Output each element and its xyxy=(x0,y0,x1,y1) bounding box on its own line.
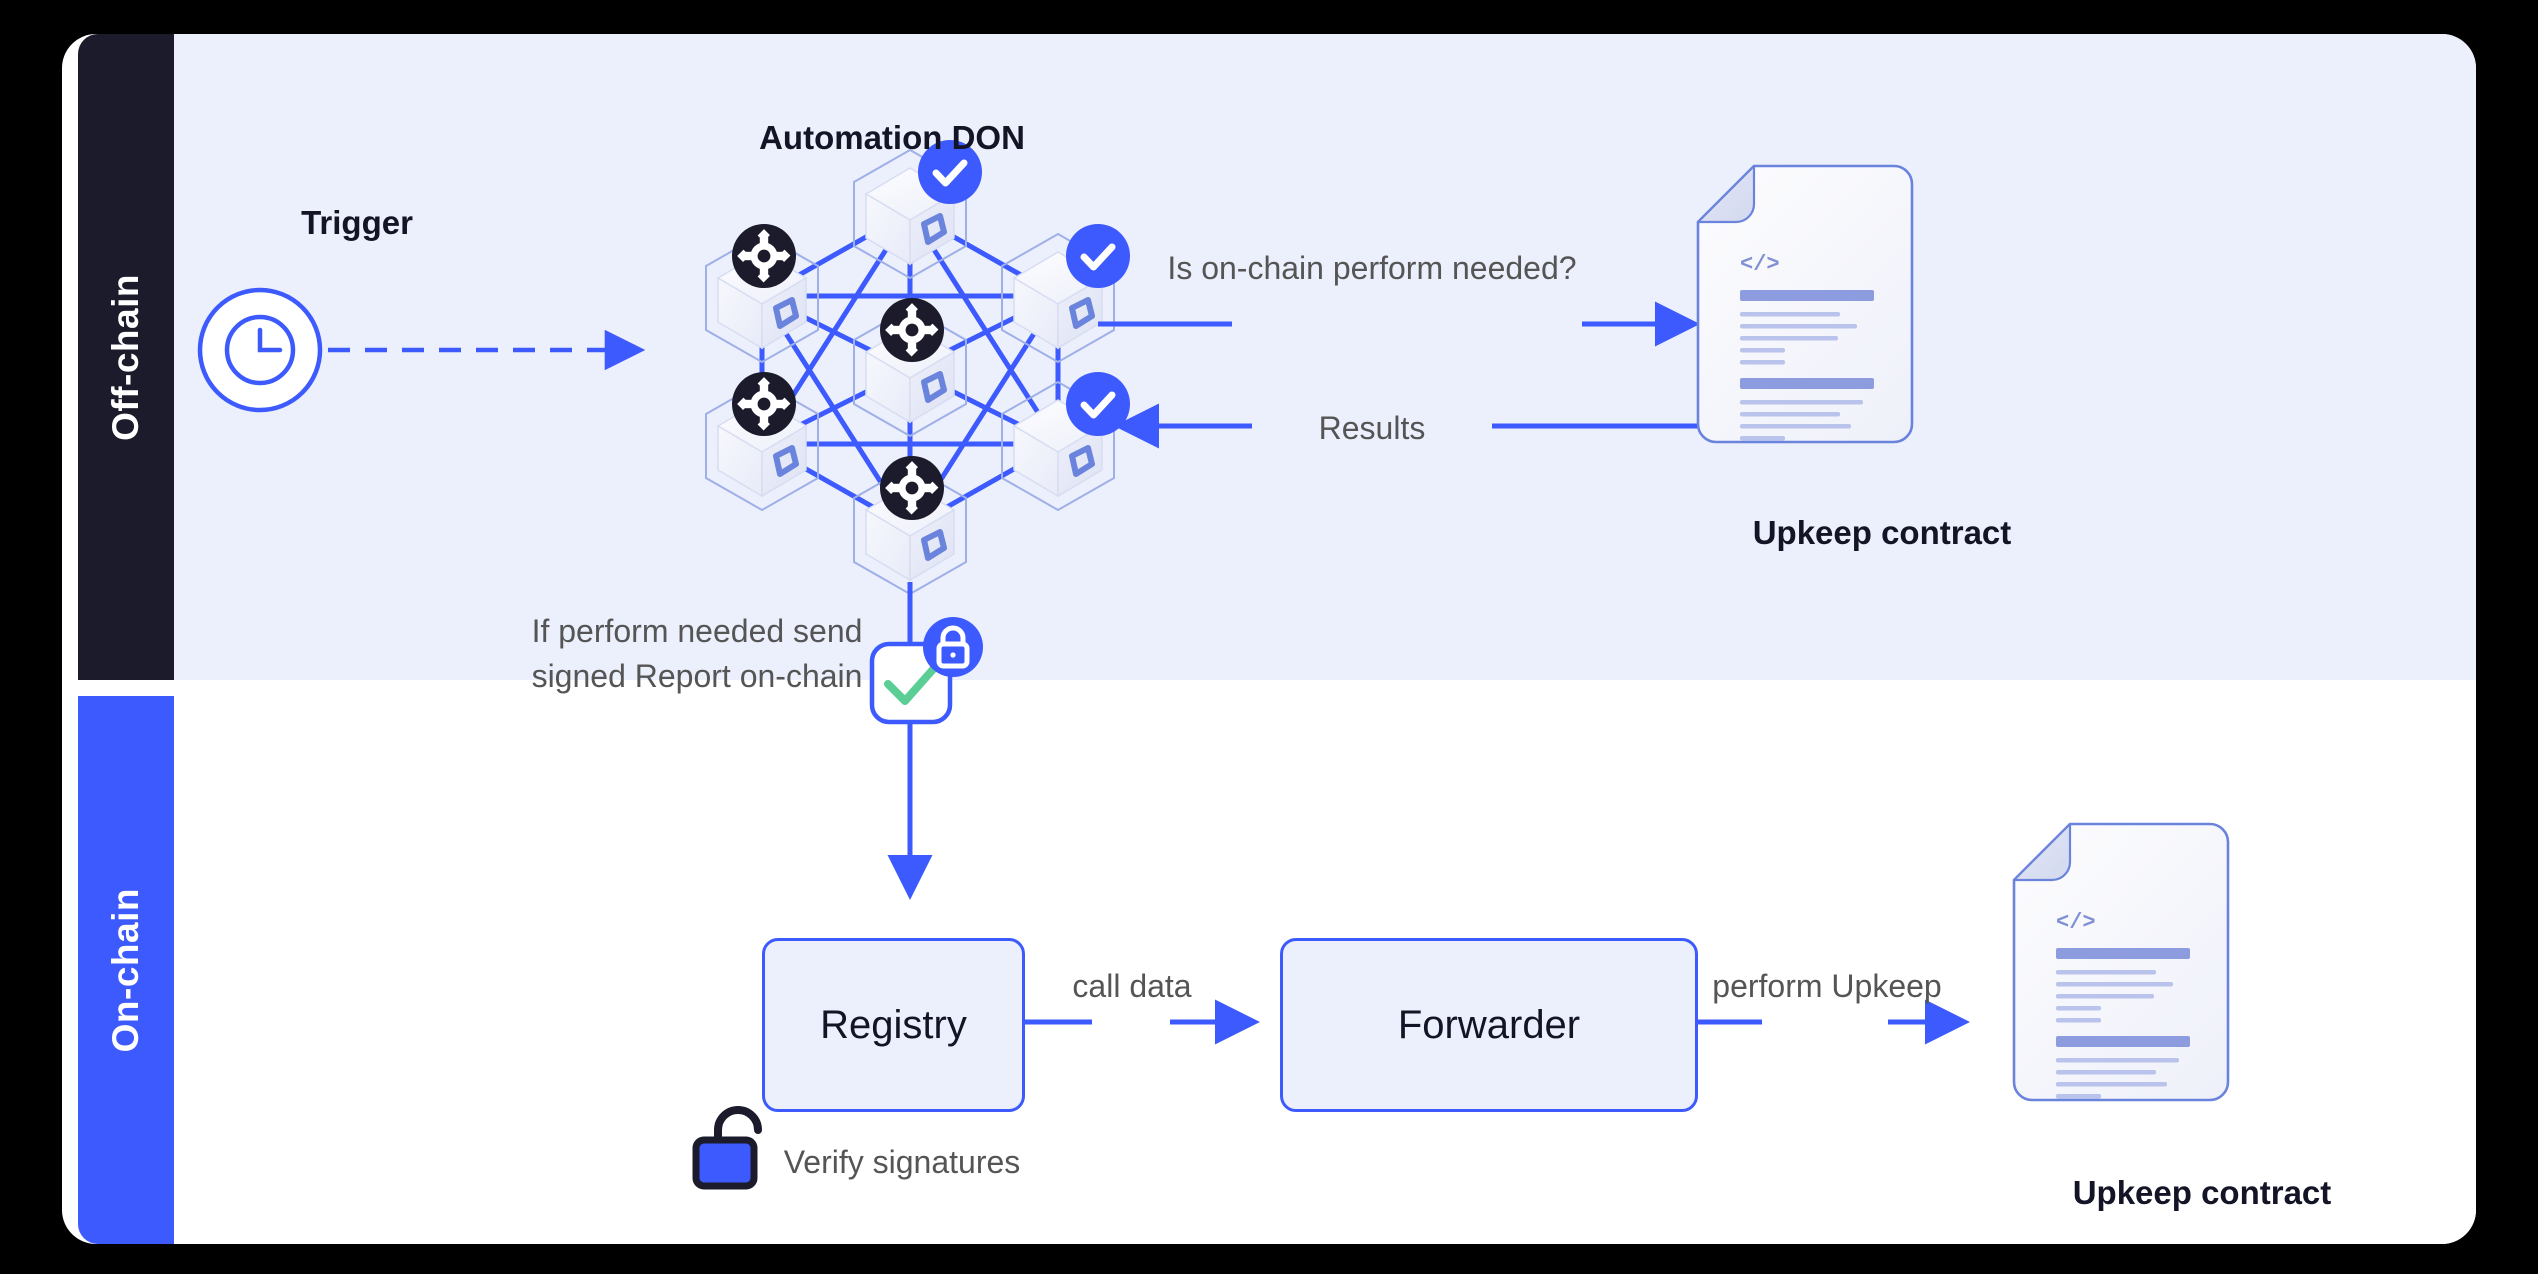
upkeep-contract-label-bottom: Upkeep contract xyxy=(2072,1174,2332,1211)
call-data-label: call data xyxy=(1072,968,1192,1004)
offchain-band: Off-chain xyxy=(78,34,174,680)
upkeep-contract-doc-top xyxy=(1696,164,1914,444)
perform-upkeep-label: perform Upkeep xyxy=(1712,968,1942,1004)
upkeep-contract-label-top: Upkeep contract xyxy=(1752,514,2012,551)
diagram-card: Off-chain On-chain xyxy=(62,34,2476,1244)
don-node-lower-left xyxy=(706,372,818,510)
don-title: Automation DON xyxy=(759,119,1025,156)
trigger-clock-icon xyxy=(197,287,323,413)
signed-report-label: If perform needed send signed Report on-… xyxy=(531,613,863,695)
don-node-top xyxy=(854,140,982,278)
upkeep-contract-doc-bottom xyxy=(2012,822,2230,1102)
don-node-upper-left xyxy=(706,224,818,362)
don-node-lower-right xyxy=(1002,372,1130,510)
trigger-title: Trigger xyxy=(301,204,413,241)
results-label: Results xyxy=(1318,410,1426,446)
don-node-upper-right xyxy=(1002,224,1130,362)
don-node-bottom xyxy=(854,456,966,594)
verify-signatures-label: Verify signatures xyxy=(783,1144,1021,1180)
diagram-artwork: </> xyxy=(197,34,2230,1190)
lock-icon xyxy=(923,617,983,677)
onchain-band: On-chain xyxy=(78,696,174,1244)
signed-report-badge xyxy=(869,617,983,725)
registry-box[interactable]: Registry xyxy=(762,938,1025,1112)
forwarder-box[interactable]: Forwarder xyxy=(1280,938,1698,1112)
unlock-icon xyxy=(692,1106,762,1190)
offchain-region xyxy=(174,34,2476,680)
query-label: Is on-chain perform needed? xyxy=(1167,250,1577,286)
don-node-center xyxy=(854,298,966,436)
